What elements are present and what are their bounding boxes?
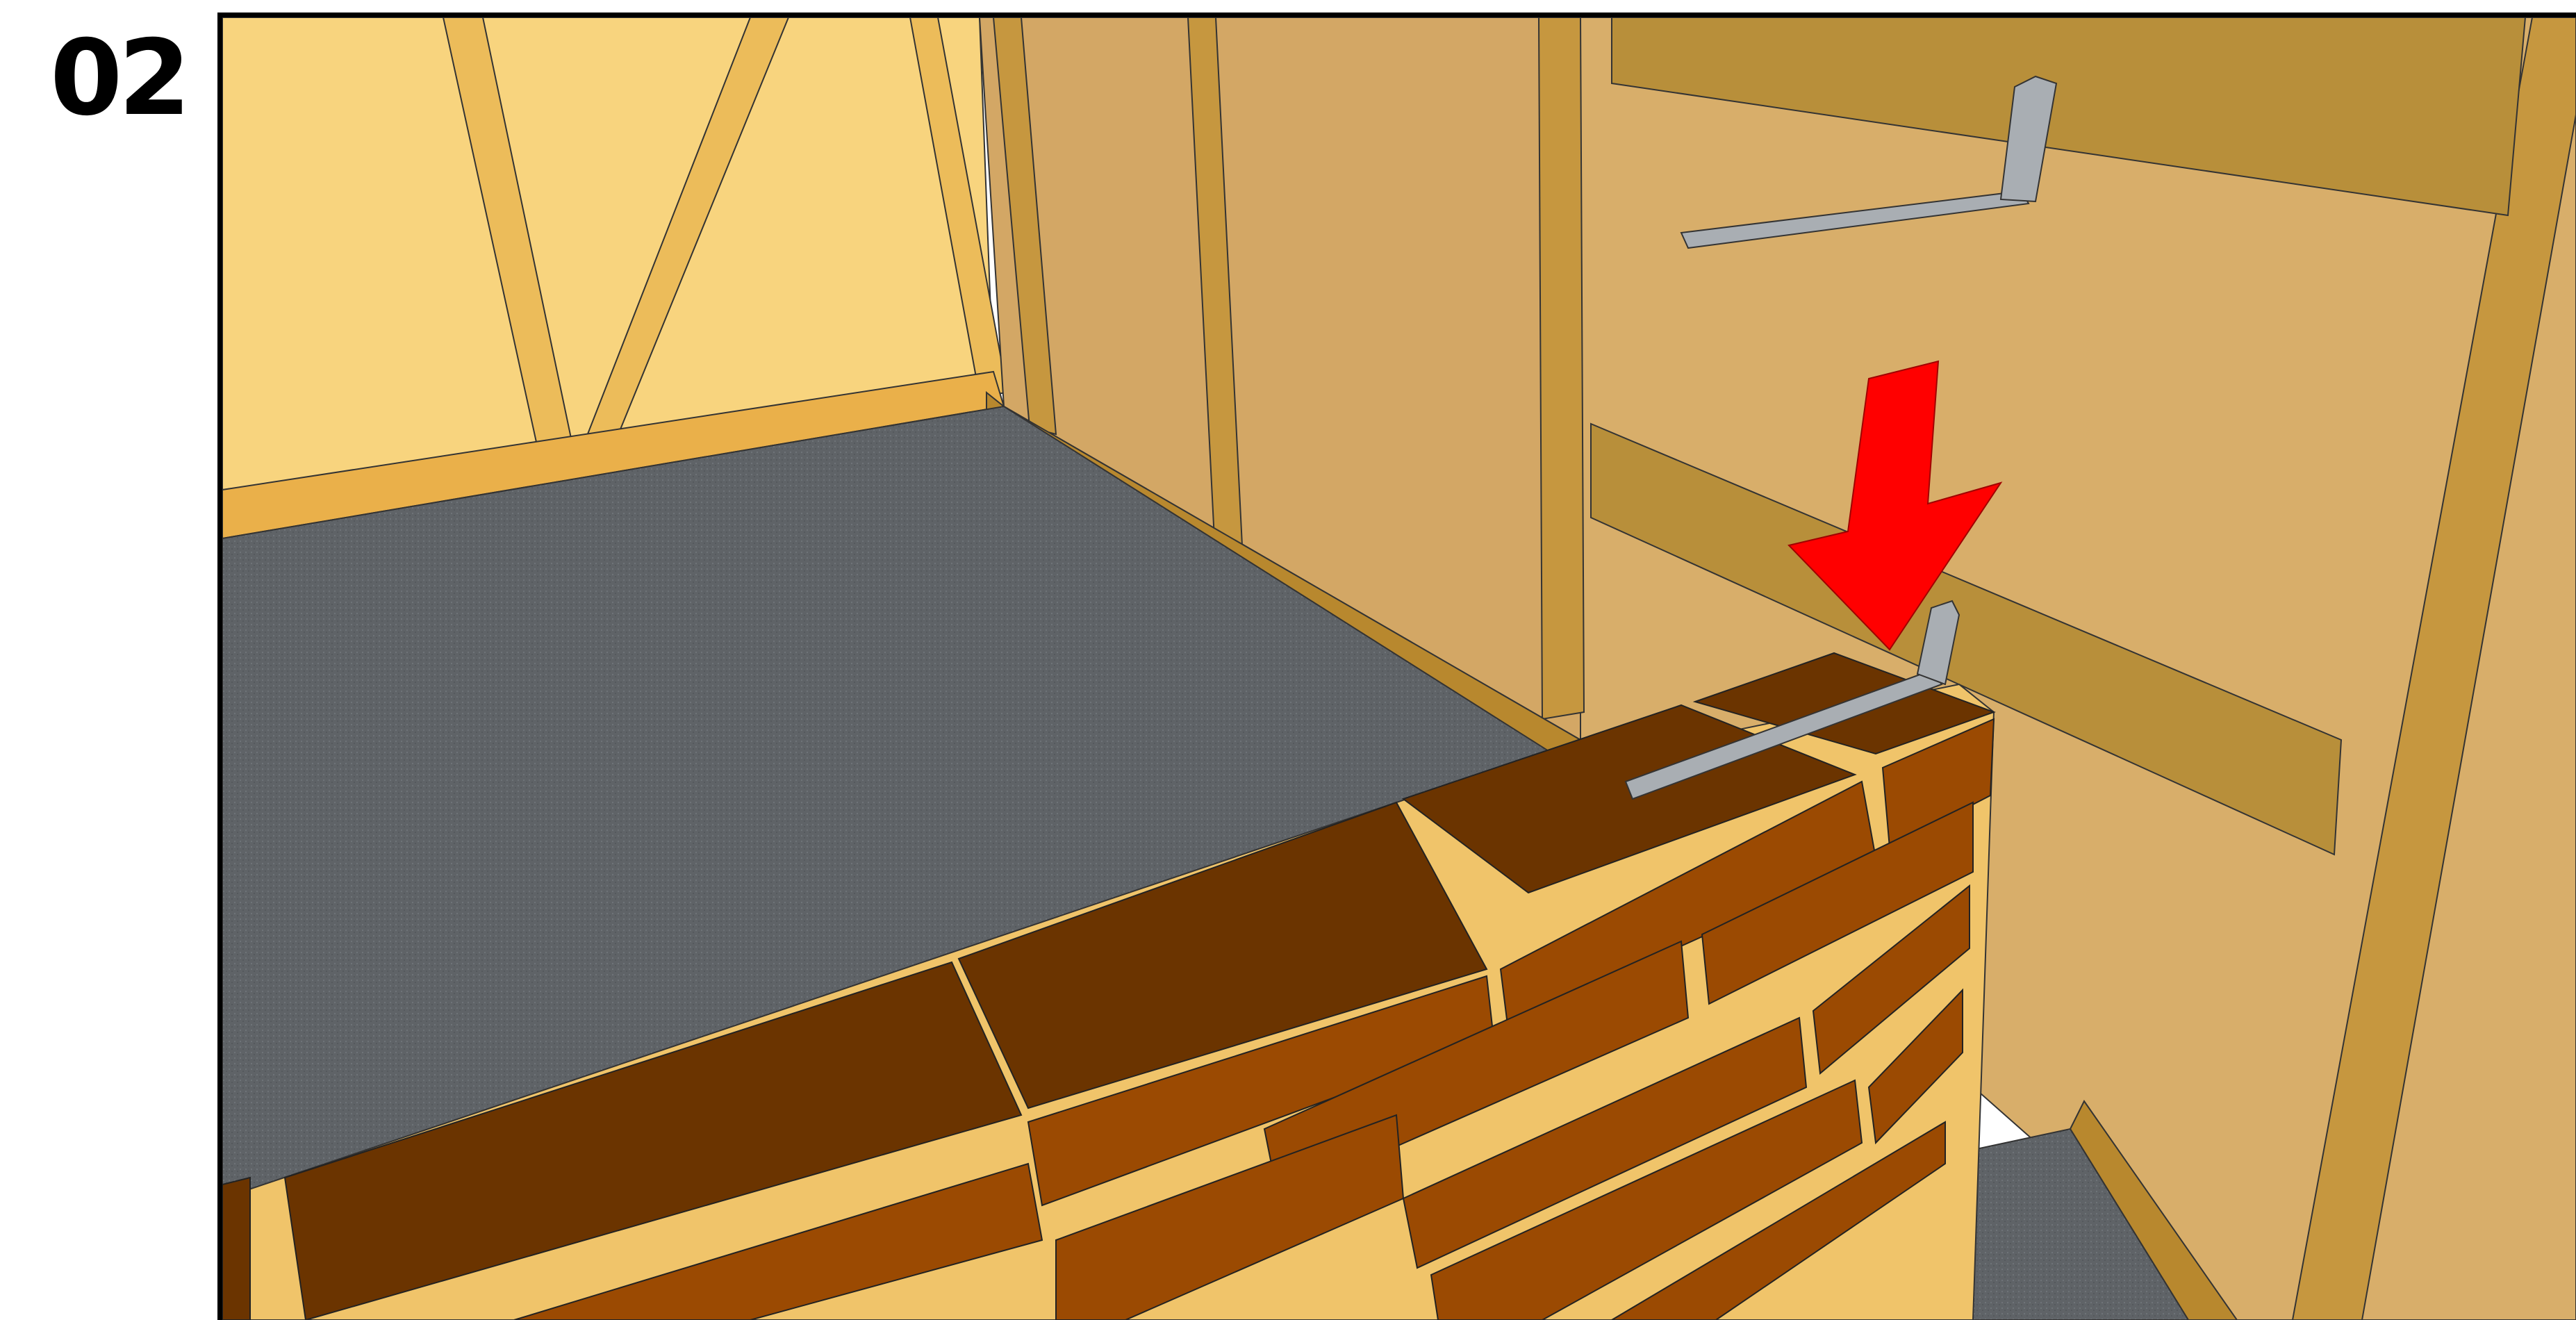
construction-illustration — [222, 17, 2576, 1320]
illustration-frame — [217, 13, 2576, 1320]
step-number: 02 — [50, 26, 187, 131]
